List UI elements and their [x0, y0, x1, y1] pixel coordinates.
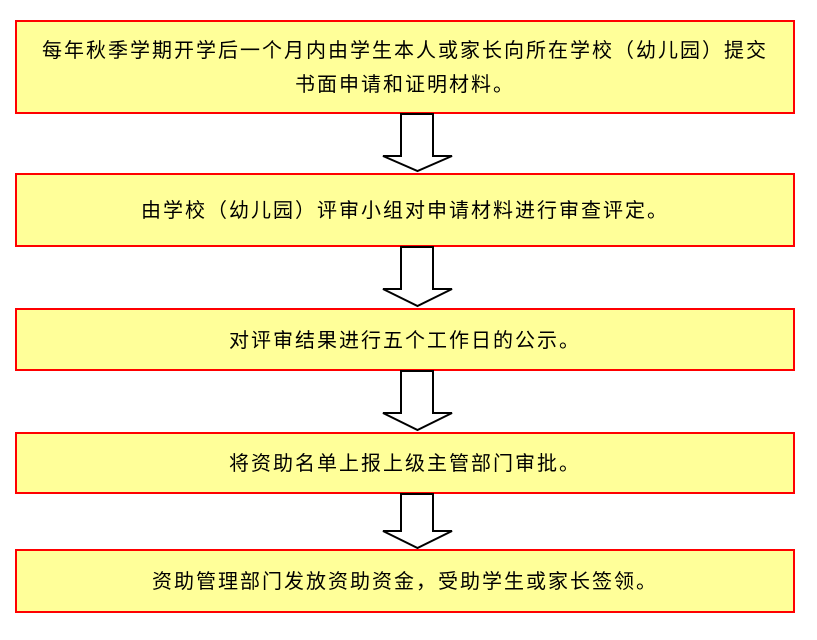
step-2-text: 由学校（幼儿园）评审小组对申请材料进行审查评定。: [141, 198, 669, 222]
step-4-text: 将资助名单上报上级主管部门审批。: [229, 451, 581, 475]
step-4-box: 将资助名单上报上级主管部门审批。: [15, 432, 795, 494]
step-3-box: 对评审结果进行五个工作日的公示。: [15, 308, 795, 371]
step-1-text: 每年秋季学期开学后一个月内由学生本人或家长向所在学校（幼儿园）提交书面申请和证明…: [42, 38, 768, 96]
step-1-box: 每年秋季学期开学后一个月内由学生本人或家长向所在学校（幼儿园）提交书面申请和证明…: [15, 20, 795, 114]
step-3-text: 对评审结果进行五个工作日的公示。: [229, 327, 581, 352]
step-5-box: 资助管理部门发放资助资金，受助学生或家长签领。: [15, 549, 795, 613]
down-arrow-icon: [382, 493, 453, 550]
step-2-box: 由学校（幼儿园）评审小组对申请材料进行审查评定。: [15, 173, 795, 247]
step-5-text: 资助管理部门发放资助资金，受助学生或家长签领。: [152, 569, 658, 593]
down-arrow-icon: [382, 246, 453, 308]
down-arrow-icon: [382, 113, 453, 173]
down-arrow-icon: [382, 370, 453, 432]
